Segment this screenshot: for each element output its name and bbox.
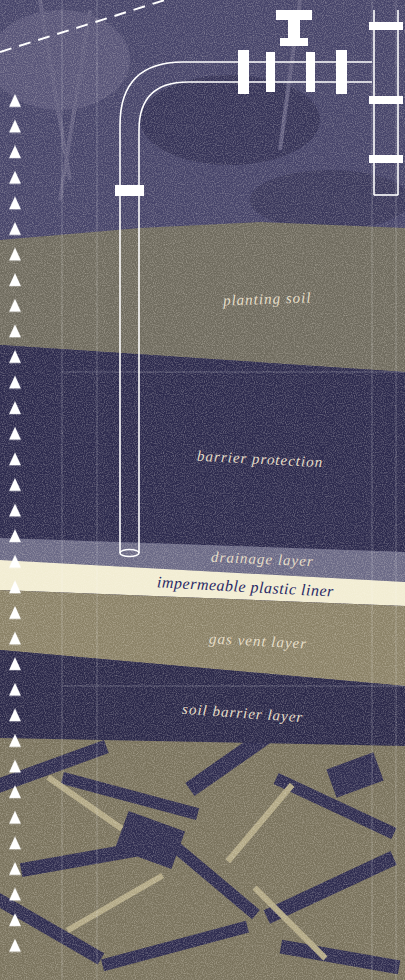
band-shape xyxy=(0,650,405,746)
layer-label: planting soil xyxy=(223,290,312,310)
soil-layer: barrier protection xyxy=(0,345,405,552)
soil-layer: soil barrier layer xyxy=(0,650,405,746)
